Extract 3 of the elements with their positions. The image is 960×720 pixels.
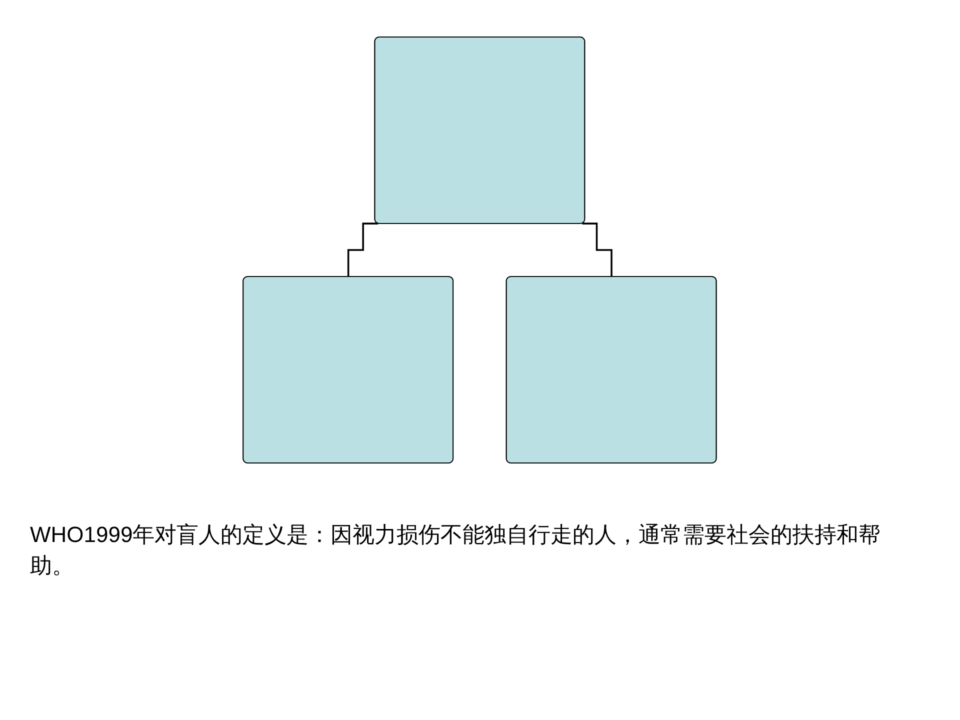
connector	[348, 222, 378, 278]
connector	[582, 222, 613, 278]
definition-text: WHO1999年对盲人的定义是：因视力损伤不能独自行走的人，通常需要社会的扶持和帮助。	[30, 521, 882, 580]
